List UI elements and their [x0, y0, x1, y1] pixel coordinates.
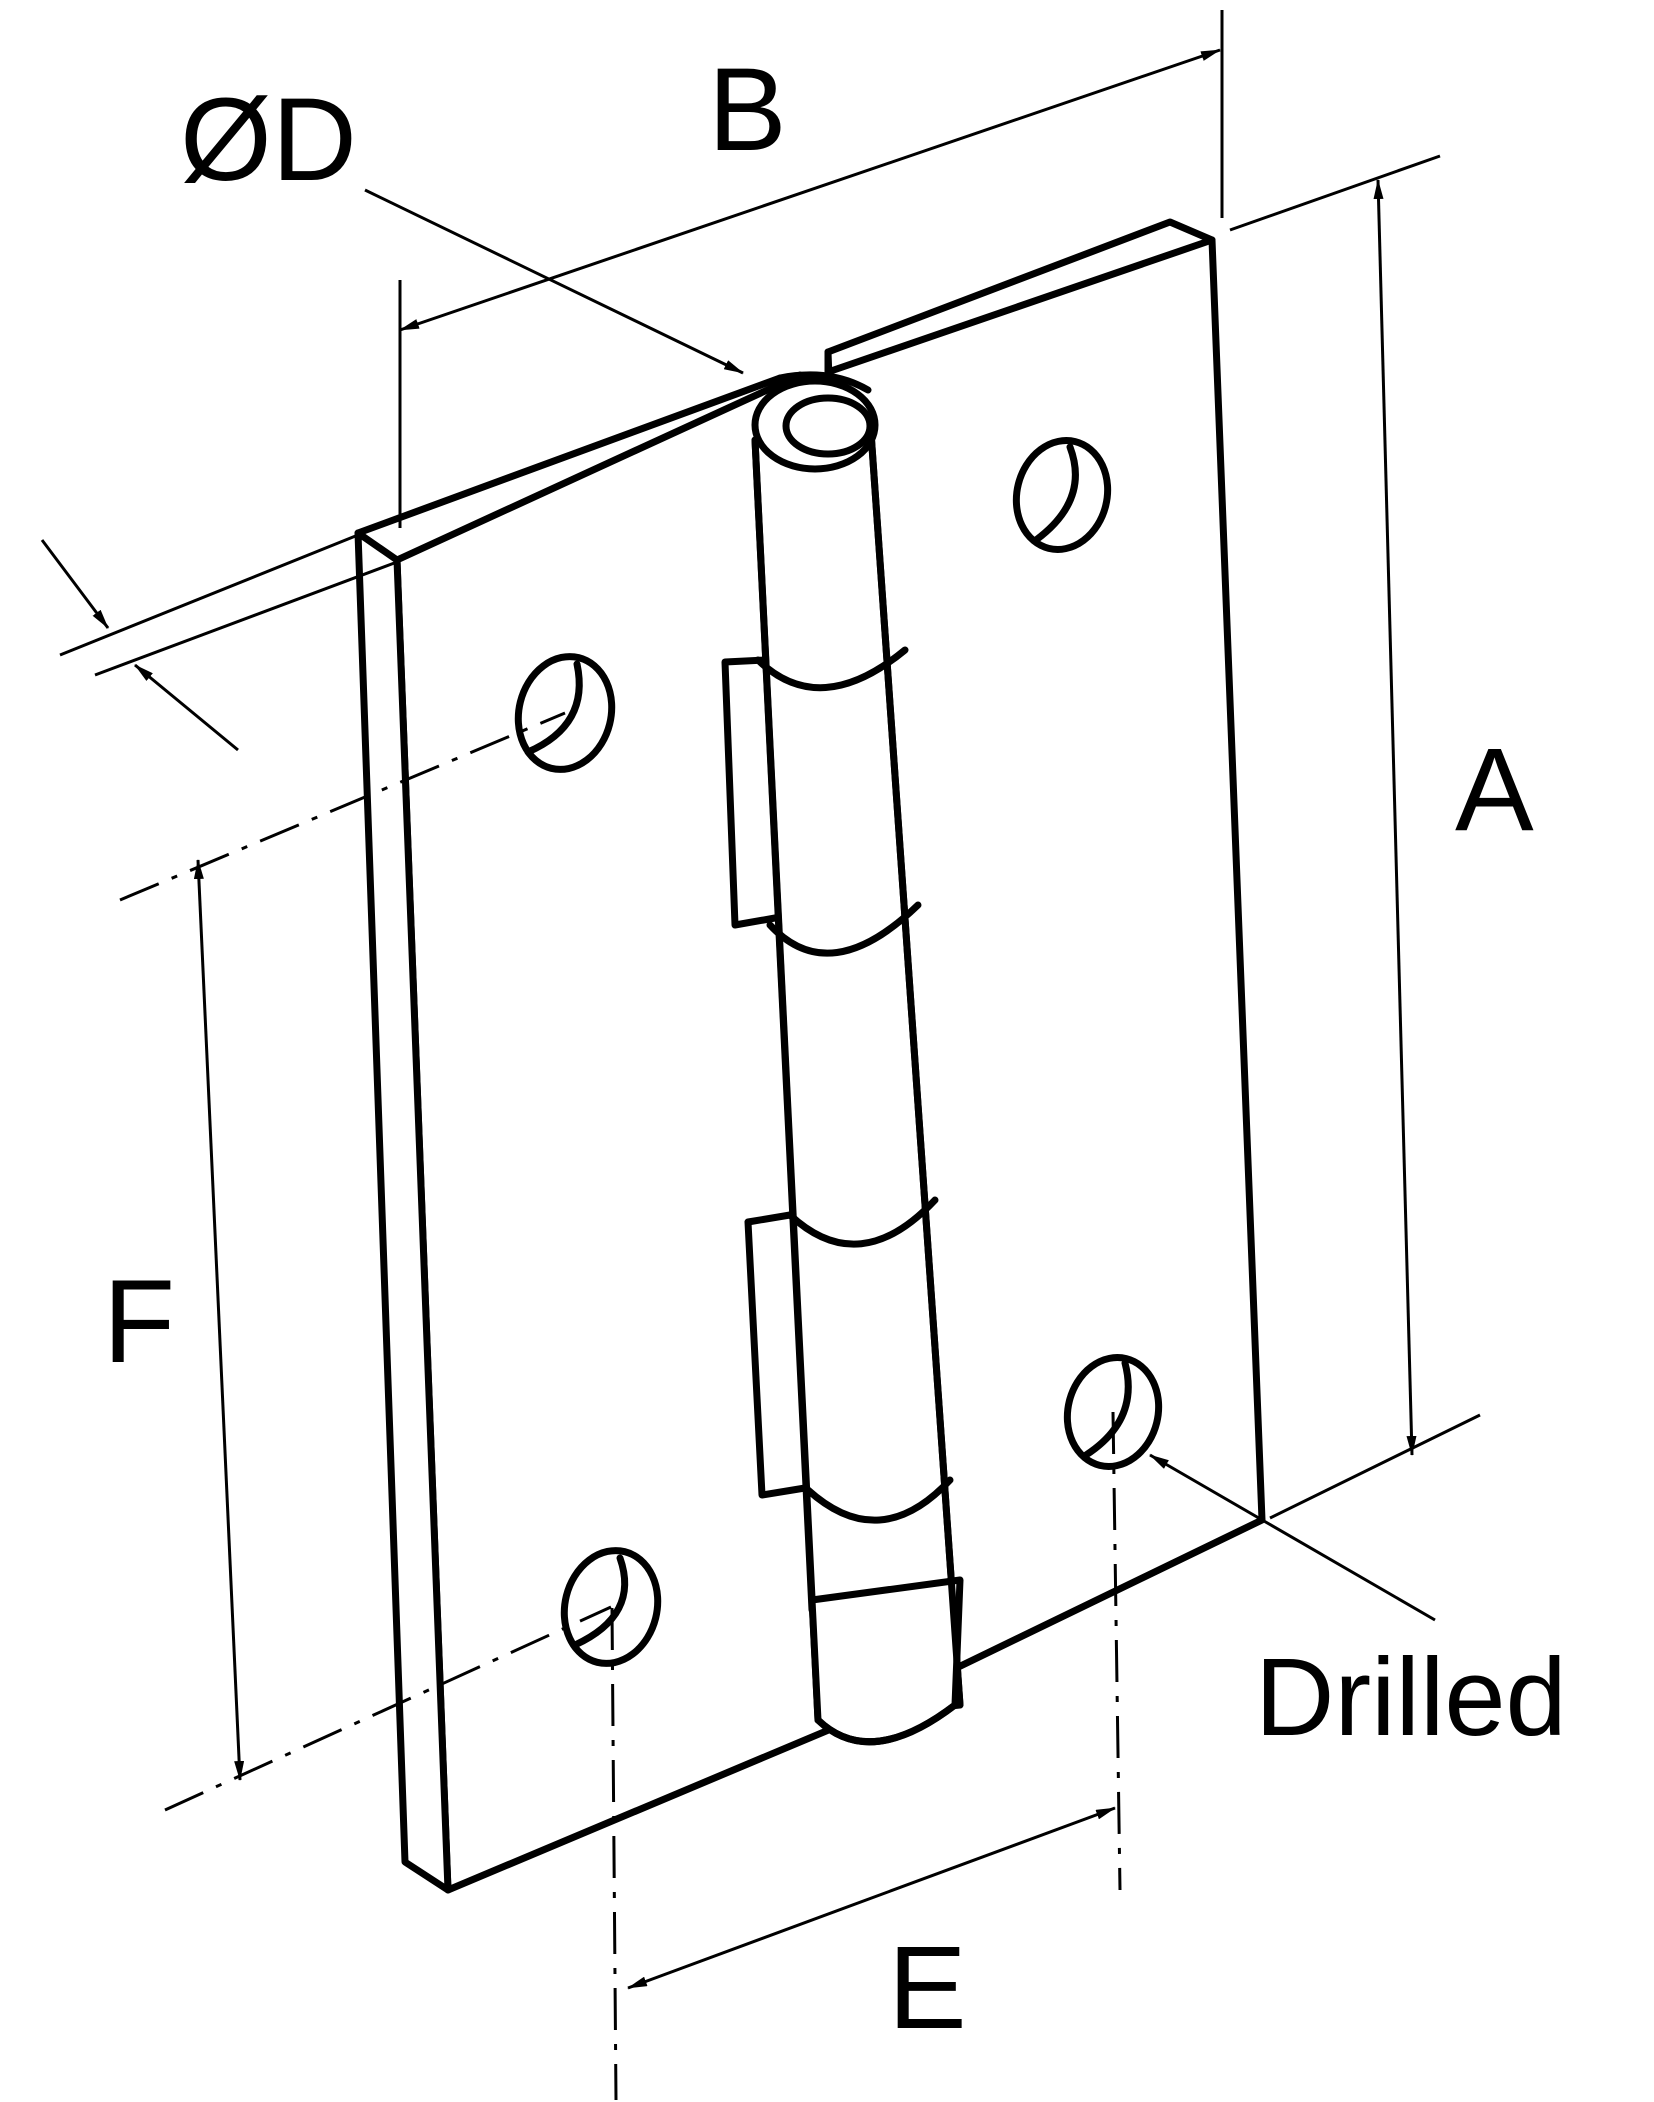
dimension-thickness: [40, 533, 398, 752]
left-bottom-hole: [560, 1547, 662, 1667]
drilled-callout: Drilled: [1149, 1453, 1567, 1759]
right-top-hole: [1012, 437, 1112, 553]
dimension-b: B: [398, 10, 1224, 528]
label-e: E: [888, 1922, 967, 2054]
dimension-f: F: [103, 711, 612, 1812]
pin-end: [751, 377, 879, 473]
label-a: A: [1455, 724, 1534, 856]
right-bottom-hole: [1063, 1354, 1163, 1470]
dimension-e: E: [610, 1411, 1122, 2101]
dimension-a: A: [1229, 154, 1534, 1520]
label-f: F: [103, 1256, 175, 1388]
label-d: ØD: [180, 74, 357, 206]
label-b: B: [708, 44, 787, 176]
label-drilled: Drilled: [1255, 1636, 1567, 1759]
upper-knuckle-tab: [721, 656, 779, 929]
left-top-hole: [514, 653, 616, 773]
dimension-d: ØD: [180, 74, 744, 375]
lower-knuckle-tab: [744, 1211, 809, 1499]
hinge-knuckle: [751, 377, 964, 1746]
